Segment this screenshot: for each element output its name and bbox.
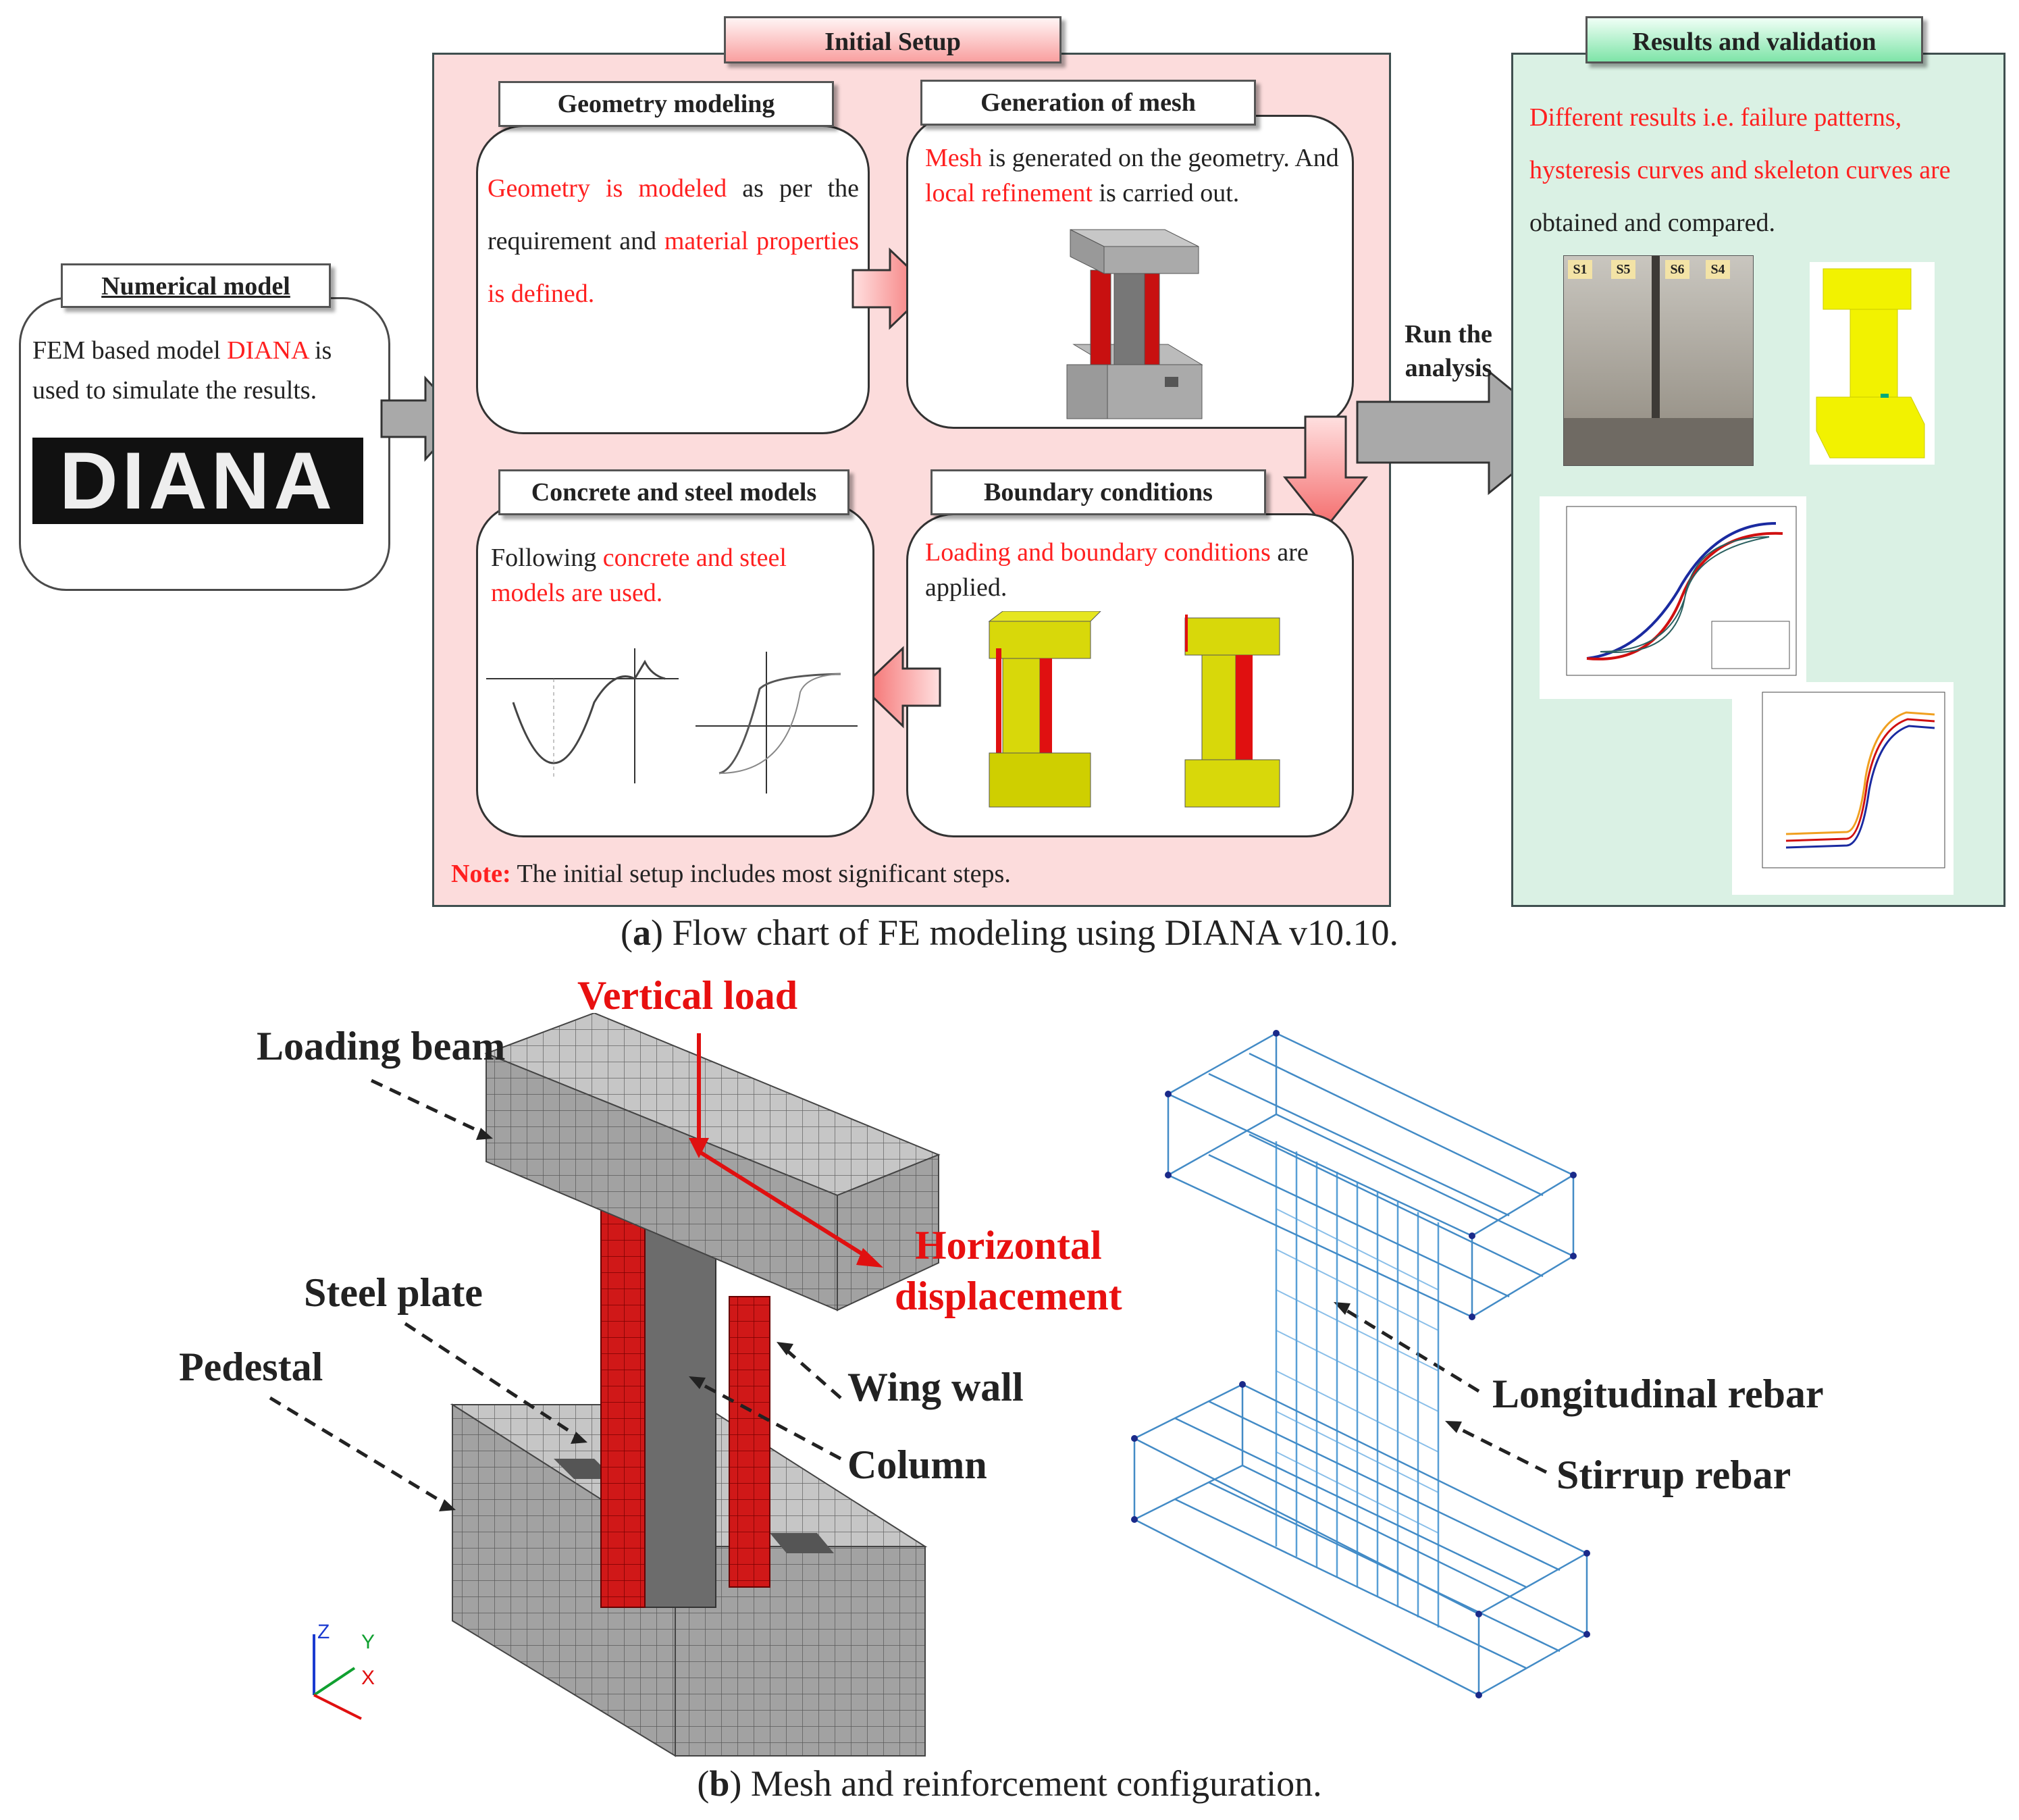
results-title: Results and validation [1585,16,1923,63]
failure-pattern-photo: S1 S5 S6 S4 [1563,255,1754,466]
label-stirrup-rebar: Stirrup rebar [1556,1453,1791,1497]
annotation-leaders [269,1078,1548,1511]
models-text: Following concrete and steel models are … [491,544,787,607]
run-analysis-label: Run the analysis [1405,320,1492,382]
geometry-text: Geometry is modeled as per the requireme… [488,174,859,308]
mesh-text: Mesh is generated on the geometry. And l… [925,144,1339,207]
label-longitudinal-rebar: Longitudinal rebar [1492,1372,1824,1416]
boundary-model-2d [1184,615,1280,808]
concrete-model-graph [486,648,679,783]
results-text: Different results i.e. failure patterns,… [1529,103,1951,237]
label-pedestal: Pedestal [179,1345,323,1389]
axis-z-label: Z [317,1621,330,1643]
boundary-title: Boundary conditions [930,469,1266,515]
label-displacement: displacement [895,1274,1122,1318]
label-steel-plate: Steel plate [304,1270,483,1315]
geometry-title: Geometry modeling [498,81,834,127]
boundary-model-3d [988,611,1101,808]
arrow-boundary-to-models [860,646,941,729]
steel-model-graph [696,652,858,794]
rebar-cage-model [1131,1030,1590,1698]
numerical-model-text: FEM based model DIANA is used to simulat… [32,336,332,405]
setup-note: Note: The initial setup includes most si… [451,860,1011,888]
axis-x-label: X [361,1667,375,1689]
label-wing-wall: Wing wall [847,1365,1024,1409]
fe-mesh-model [313,1013,941,1757]
label-loading-beam: Loading beam [257,1024,506,1068]
arrow-mesh-to-boundary [1282,415,1369,530]
mesh-title: Generation of mesh [920,80,1256,126]
hysteresis-curve-chart [1540,496,1806,699]
label-vertical-load: Vertical load [577,973,798,1018]
initial-setup-title: Initial Setup [724,16,1061,63]
caption-b: (b) Mesh and reinforcement configuration… [697,1763,1322,1804]
diana-logo: DIANA [32,438,363,524]
label-horizontal: Horizontal [915,1223,1102,1268]
mesh-model-thumbnail [1066,229,1203,419]
fe-damage-contour [1810,262,1935,465]
models-box [476,503,874,837]
caption-a: (a) Flow chart of FE modeling using DIAN… [621,912,1398,953]
axis-y-label: Y [361,1631,375,1653]
models-title: Concrete and steel models [498,469,849,515]
skeleton-curve-chart [1732,682,1954,895]
boundary-text: Loading and boundary conditions are appl… [925,538,1309,602]
numerical-model-title: Numerical model [61,263,331,308]
label-column: Column [847,1442,987,1487]
